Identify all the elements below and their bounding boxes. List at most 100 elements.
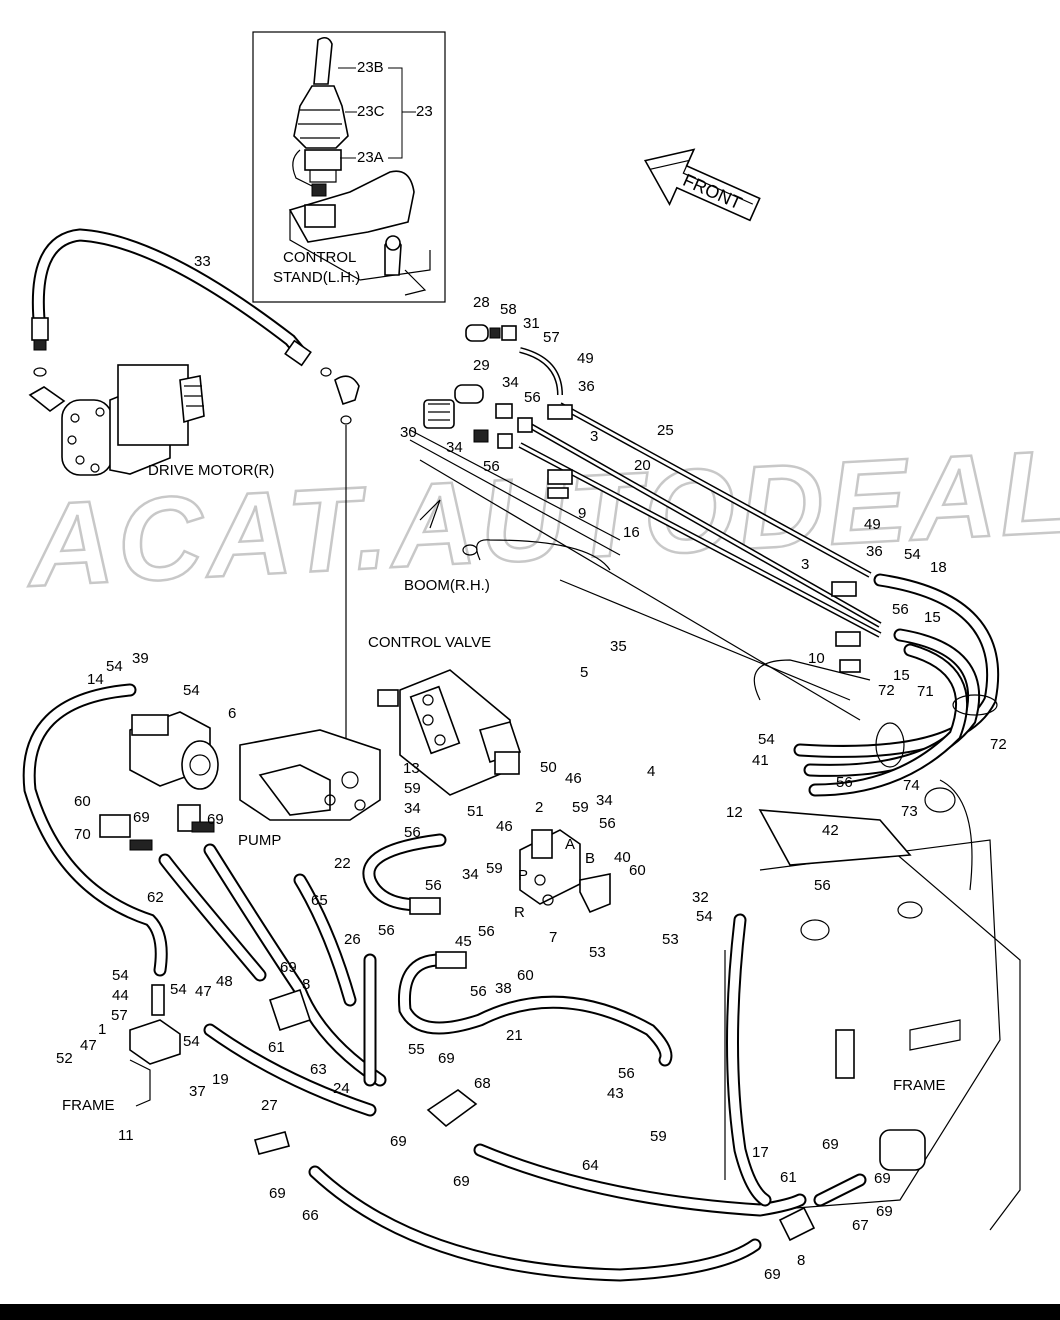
control-stand-caption: CONTROL [283, 249, 356, 266]
callout-label: 23B [357, 59, 384, 76]
diverter-valve [519, 829, 611, 914]
callout-label: 69 [207, 811, 224, 828]
callout-label: 26 [344, 931, 361, 948]
callout-label: 56 [483, 458, 500, 475]
callout-label: 54 [758, 731, 775, 748]
callout-label: 8 [797, 1252, 805, 1269]
callout-label: 24 [333, 1080, 350, 1097]
callout-label: 46 [496, 818, 513, 835]
callout-label: 56 [404, 824, 421, 841]
callout-label: 23 [416, 103, 433, 120]
callout-label: 39 [132, 650, 149, 667]
callout-label: 13 [403, 760, 420, 777]
callout-label: 34 [502, 374, 519, 391]
control-stand-inset: CONTROL STAND(L.H.) [252, 31, 446, 303]
front-label: FRONT [680, 170, 745, 213]
control-stand-caption-2: STAND(L.H.) [273, 269, 360, 286]
callout-label: 51 [467, 803, 484, 820]
callout-label: 45 [455, 933, 472, 950]
callout-label: 60 [74, 793, 91, 810]
callout-label: 19 [212, 1071, 229, 1088]
callout-label: 15 [924, 609, 941, 626]
callout-label: R [514, 904, 525, 921]
callout-label: 46 [565, 770, 582, 787]
lower-hoses [203, 913, 867, 1282]
frame: FRAME [724, 779, 1021, 1231]
callout-label: 72 [878, 682, 895, 699]
callout-label: 36 [578, 378, 595, 395]
drive-motor: DRIVE MOTOR(R) [28, 364, 274, 479]
callout-label: 38 [495, 980, 512, 997]
callout-label: 43 [607, 1085, 624, 1102]
callout-label: 16 [623, 524, 640, 541]
callout-label: 50 [540, 759, 557, 776]
hose-33 [31, 228, 360, 760]
callout-label: 69 [390, 1133, 407, 1150]
callout-label: 2 [535, 799, 543, 816]
callout-label: 4 [647, 763, 655, 780]
callout-label: 54 [904, 546, 921, 563]
callout-label: 54 [170, 981, 187, 998]
callout-label: 57 [111, 1007, 128, 1024]
callout-label: 6 [228, 705, 236, 722]
upper-fittings [423, 324, 533, 449]
callout-label: 32 [692, 889, 709, 906]
callout-label: 11 [118, 1127, 134, 1144]
callout-label: 37 [189, 1083, 206, 1100]
callout-label: 69 [269, 1185, 286, 1202]
callout-label: 54 [183, 1033, 200, 1050]
callout-label: 36 [866, 543, 883, 560]
callout-label: 34 [446, 439, 463, 456]
callout-label: 69 [280, 959, 297, 976]
callout-label: 49 [577, 350, 594, 367]
callout-label: 47 [195, 983, 212, 1000]
callout-label: 5 [580, 664, 588, 681]
callout-label: 69 [876, 1203, 893, 1220]
callout-label: 53 [662, 931, 679, 948]
callout-label: 35 [610, 638, 627, 655]
callout-label: 56 [478, 923, 495, 940]
callout-label: 74 [903, 777, 920, 794]
callout-label: 34 [404, 800, 421, 817]
callout-label: 9 [578, 505, 586, 522]
callout-label: 56 [425, 877, 442, 894]
callout-label: 48 [216, 973, 233, 990]
callout-label: 1 [98, 1021, 106, 1038]
callout-label: 66 [302, 1207, 319, 1224]
boom-caption: BOOM(R.H.) [404, 577, 490, 594]
callout-label: 27 [261, 1097, 278, 1114]
callout-label: 60 [517, 967, 534, 984]
callout-label: 68 [474, 1075, 491, 1092]
callout-label: P [518, 867, 528, 884]
control-valve-caption: CONTROL VALVE [368, 634, 491, 651]
callout-label: 47 [80, 1037, 97, 1054]
callout-label: 56 [524, 389, 541, 406]
callout-label: 69 [133, 809, 150, 826]
callout-label: 15 [893, 667, 910, 684]
callout-label: 20 [634, 457, 651, 474]
callout-label: 58 [500, 301, 517, 318]
callout-label: 34 [462, 866, 479, 883]
callout-label: A [565, 836, 575, 853]
callout-label: 18 [930, 559, 947, 576]
callout-label: 56 [814, 877, 831, 894]
callout-label: 56 [618, 1065, 635, 1082]
control-valve: CONTROL VALVE [368, 634, 522, 796]
callout-label: 52 [56, 1050, 73, 1067]
gear-pump-6 [129, 711, 219, 790]
bottom-border [0, 1304, 1060, 1320]
callout-label: 17 [752, 1144, 769, 1161]
callout-label: 56 [470, 983, 487, 1000]
callout-label: 44 [112, 987, 129, 1004]
callout-label: 57 [543, 329, 560, 346]
pump-caption: PUMP [238, 832, 281, 849]
callout-label: 8 [302, 976, 310, 993]
callout-label: 63 [310, 1061, 327, 1078]
callout-label: 23C [357, 103, 385, 120]
callout-label: 49 [864, 516, 881, 533]
callout-label: 25 [657, 422, 674, 439]
boom: BOOM(R.H.) [404, 429, 871, 721]
drive-motor-caption: DRIVE MOTOR(R) [148, 462, 274, 479]
